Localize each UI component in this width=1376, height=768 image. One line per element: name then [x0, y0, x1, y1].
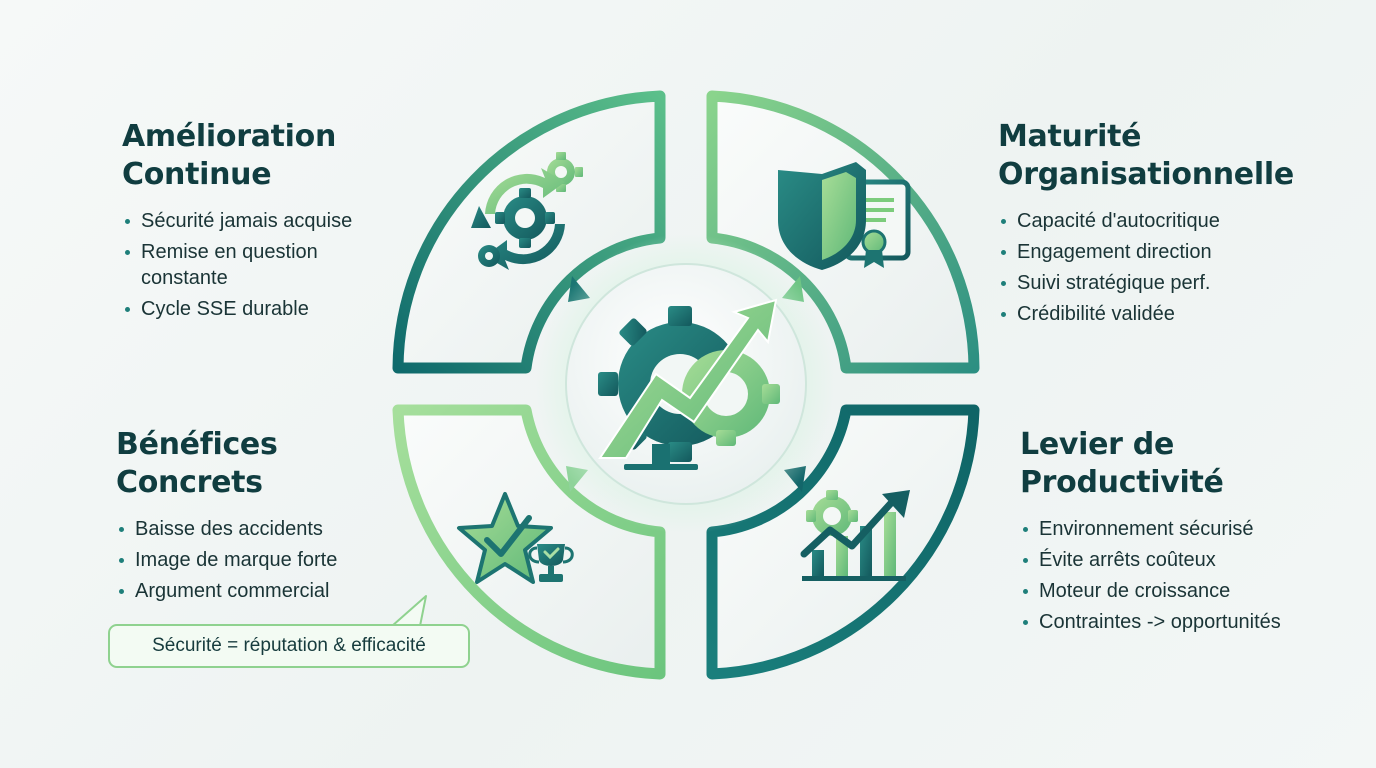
shield-certificate-icon — [778, 162, 911, 270]
bullet-item: Image de marque forte — [116, 547, 406, 573]
bullet-item: Environnement sécurisé — [1020, 516, 1360, 542]
block-benefices-concrets: Bénéfices Concrets Baisse des accidents … — [116, 426, 406, 609]
bullet-item: Engagement direction — [998, 239, 1358, 265]
star-trophy-icon — [457, 492, 574, 584]
bullet-list: Sécurité jamais acquise Remise en questi… — [122, 208, 392, 322]
bullet-item: Suivi stratégique perf. — [998, 270, 1358, 296]
title-line: Continue — [122, 157, 272, 192]
bullet-item: Argument commercial — [116, 578, 406, 604]
bullet-item: Évite arrêts coûteux — [1020, 547, 1360, 573]
block-title: Maturité Organisationnelle — [998, 118, 1358, 194]
callout-box: Sécurité = réputation & efficacité — [108, 624, 470, 668]
bullet-list: Baisse des accidents Image de marque for… — [116, 516, 406, 604]
callout-text: Sécurité = réputation & efficacité — [152, 635, 426, 656]
bullet-item: Baisse des accidents — [116, 516, 406, 542]
title-line: Levier de — [1020, 427, 1175, 462]
title-line: Productivité — [1020, 465, 1224, 500]
block-title: Levier de Productivité — [1020, 426, 1360, 502]
bullet-item: Moteur de croissance — [1020, 578, 1360, 604]
block-amelioration-continue: Amélioration Continue Sécurité jamais ac… — [122, 118, 392, 327]
title-line: Organisationnelle — [998, 157, 1294, 192]
bullet-item: Contraintes -> opportunités — [1020, 609, 1360, 635]
bullet-item: Sécurité jamais acquise — [122, 208, 392, 234]
gear-arrow-growth-icon — [598, 298, 780, 470]
bullet-list: Environnement sécurisé Évite arrêts coût… — [1020, 516, 1360, 635]
title-line: Concrets — [116, 465, 263, 500]
gear-growth-chart-icon — [800, 490, 910, 581]
bullet-item: Crédibilité validée — [998, 301, 1358, 327]
bullet-item: Capacité d'autocritique — [998, 208, 1358, 234]
bullet-item: Cycle SSE durable — [122, 296, 392, 322]
block-title: Amélioration Continue — [122, 118, 392, 194]
title-line: Maturité — [998, 119, 1142, 154]
block-levier-productivite: Levier de Productivité Environnement séc… — [1020, 426, 1360, 640]
bullet-item: Remise en question constante — [122, 239, 392, 291]
block-maturite-organisationnelle: Maturité Organisationnelle Capacité d'au… — [998, 118, 1358, 332]
bullet-list: Capacité d'autocritique Engagement direc… — [998, 208, 1358, 327]
title-line: Bénéfices — [116, 427, 278, 462]
callout-tail — [391, 595, 427, 627]
title-line: Amélioration — [122, 119, 337, 154]
cycle-gears-icon — [471, 152, 583, 270]
block-title: Bénéfices Concrets — [116, 426, 406, 502]
